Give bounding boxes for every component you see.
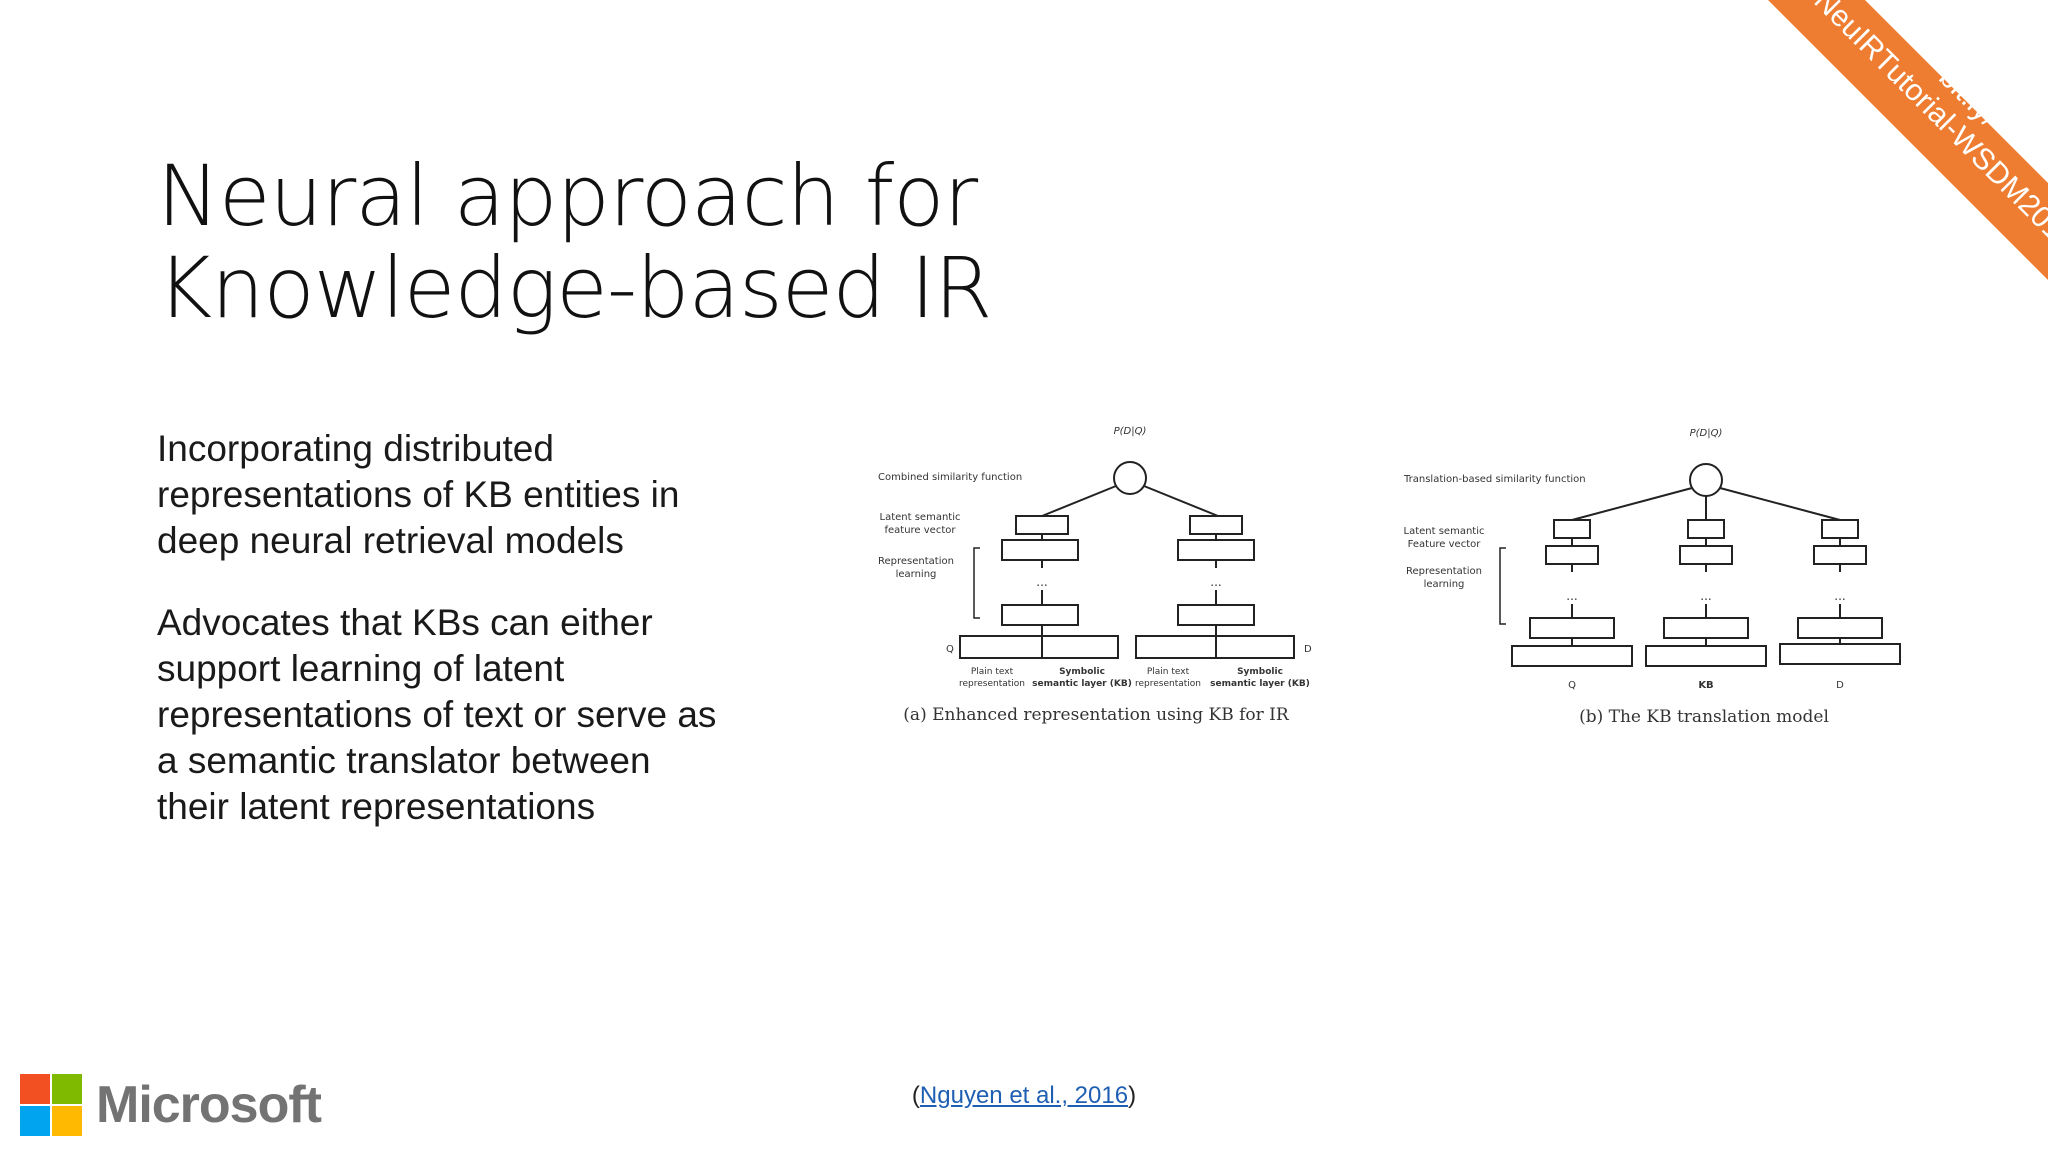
bullet-2: Advocates that KBs can either support le… [157,602,717,827]
a-left-dots: ... [1036,575,1047,589]
a-plain-label-4: representation [1135,679,1201,689]
a-symbolic-label-1: Symbolic [1059,667,1105,677]
a-left-repr-box [1001,539,1079,561]
a-repr-label-1: Representation [878,556,954,567]
body-text: Incorporating distributed representation… [157,426,717,866]
a-right-repr-box [1177,539,1255,561]
a-d-label: D [1304,644,1312,655]
a-plain-label-2: representation [959,679,1025,689]
title-line-2: Knowledge-based IR [157,239,993,337]
a-q-label: Q [946,644,954,655]
b-similarity-node [1689,463,1723,497]
a-right-latent-box [1189,515,1243,535]
a-symbolic-label-4: semantic layer (KB) [1210,679,1310,689]
b-repr-label-1: Representation [1406,566,1482,577]
a-caption: (a) Enhanced representation using KB for… [903,705,1290,725]
slide-title: Neural approach for Knowledge-based IR [157,150,1057,334]
title-line-1: Neural approach for [157,147,978,245]
ribbon-line-2[interactable]: NeuIRTutorial-WSDM2017 [1808,0,2048,258]
a-repr-label-2: learning [896,569,937,580]
b-dots-2: ... [1700,589,1711,603]
b-kb-label: KB [1698,680,1713,691]
bullet-1: Incorporating distributed representation… [157,428,680,561]
a-left-input-box [959,635,1119,659]
ribbon-line-1[interactable]: bit.ly/ [1933,61,2006,134]
a-right-bottom-box [1177,604,1255,626]
figure-kb-models: P(D|Q) Combined similarity function Late… [860,418,1920,738]
a-left-latent-box [1015,515,1069,535]
a-similarity-node [1113,461,1147,495]
microsoft-squares-icon [20,1074,82,1136]
a-top-label: P(D|Q) [1114,426,1147,437]
a-similarity-label: Combined similarity function [878,472,1022,483]
b-latent-label-2: Feature vector [1408,539,1482,550]
a-right-dots: ... [1210,575,1221,589]
b-top-label: P(D|Q) [1690,428,1723,439]
a-symbolic-label-3: Symbolic [1237,667,1283,677]
figure-diagram: P(D|Q) Combined similarity function Late… [878,426,1901,727]
citation: (Nguyen et al., 2016) [0,1082,2048,1110]
b-similarity-label: Translation-based similarity function [1403,474,1586,485]
a-plain-label-1: Plain text [971,667,1014,677]
citation-close: ) [1128,1082,1137,1109]
microsoft-logo: Microsoft [20,1072,322,1138]
b-latent-label-1: Latent semantic [1404,526,1485,537]
b-repr-label-2: learning [1424,579,1465,590]
a-symbolic-label-2: semantic layer (KB) [1032,679,1132,689]
a-left-bottom-box [1001,604,1079,626]
ribbon-band [1768,0,2048,280]
b-d-label: D [1836,680,1844,691]
a-latent-label-1: Latent semantic [880,512,961,523]
b-caption: (b) The KB translation model [1579,707,1829,727]
citation-link[interactable]: Nguyen et al., 2016 [919,1082,1129,1109]
logo-text: Microsoft [96,1076,322,1134]
b-q-label: Q [1568,680,1576,691]
a-latent-label-2: feature vector [884,525,956,536]
citation-open: ( [911,1082,920,1109]
b-dots-3: ... [1834,589,1845,603]
a-plain-label-3: Plain text [1147,667,1190,677]
b-dots-1: ... [1566,589,1577,603]
